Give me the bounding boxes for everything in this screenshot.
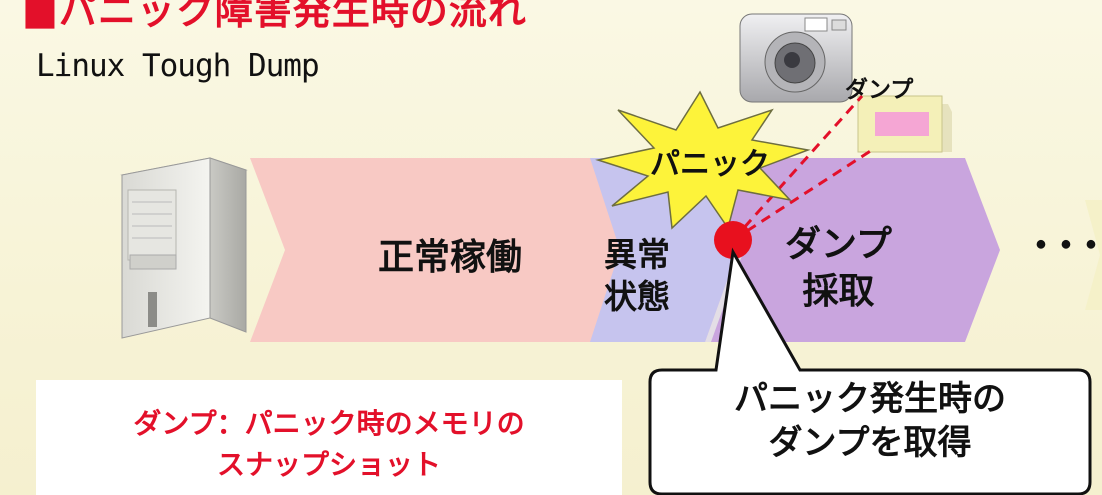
callout-line1: パニック発生時の <box>734 379 1006 419</box>
stage-abnormal-line2: 状態 <box>604 276 670 316</box>
page-title: ■パニック障害発生時の流れ <box>22 0 527 33</box>
dump-file-label: ダンプ <box>845 77 914 103</box>
stage-dump-line1: ダンプ <box>785 224 892 265</box>
callout-bubble <box>648 247 1092 495</box>
definition-line1: ダンプ：パニック時のメモリの <box>133 407 525 440</box>
panic-point <box>714 221 752 259</box>
stage-abnormal-line1: 異常 <box>604 235 670 274</box>
panic-burst <box>595 90 811 230</box>
stage-next-arrow <box>1085 200 1102 310</box>
stage-dump-arrow <box>705 158 1000 342</box>
continuation-ellipsis: ･･･ <box>1030 221 1102 272</box>
callout-line2: ダンプを取得 <box>768 422 972 463</box>
panic-label: パニック <box>650 147 770 182</box>
dump-file-icon <box>857 95 952 153</box>
server-icon <box>120 157 248 339</box>
stage-normal-arrow <box>250 158 652 342</box>
camera-icon <box>739 13 853 103</box>
definition-box: ダンプ：パニック時のメモリの スナップショット <box>36 380 622 495</box>
stage-abnormal-label: 異常 状態 <box>604 234 670 317</box>
product-name: Linux Tough Dump <box>36 48 320 84</box>
stage-normal-label: 正常稼働 <box>378 237 523 278</box>
stage-dump-line2: 採取 <box>802 270 875 312</box>
stage-dump-label: ダンプ 採取 <box>785 222 892 316</box>
definition-line2: スナップショット <box>216 448 441 481</box>
callout-text: パニック発生時の ダンプを取得 <box>650 378 1090 465</box>
